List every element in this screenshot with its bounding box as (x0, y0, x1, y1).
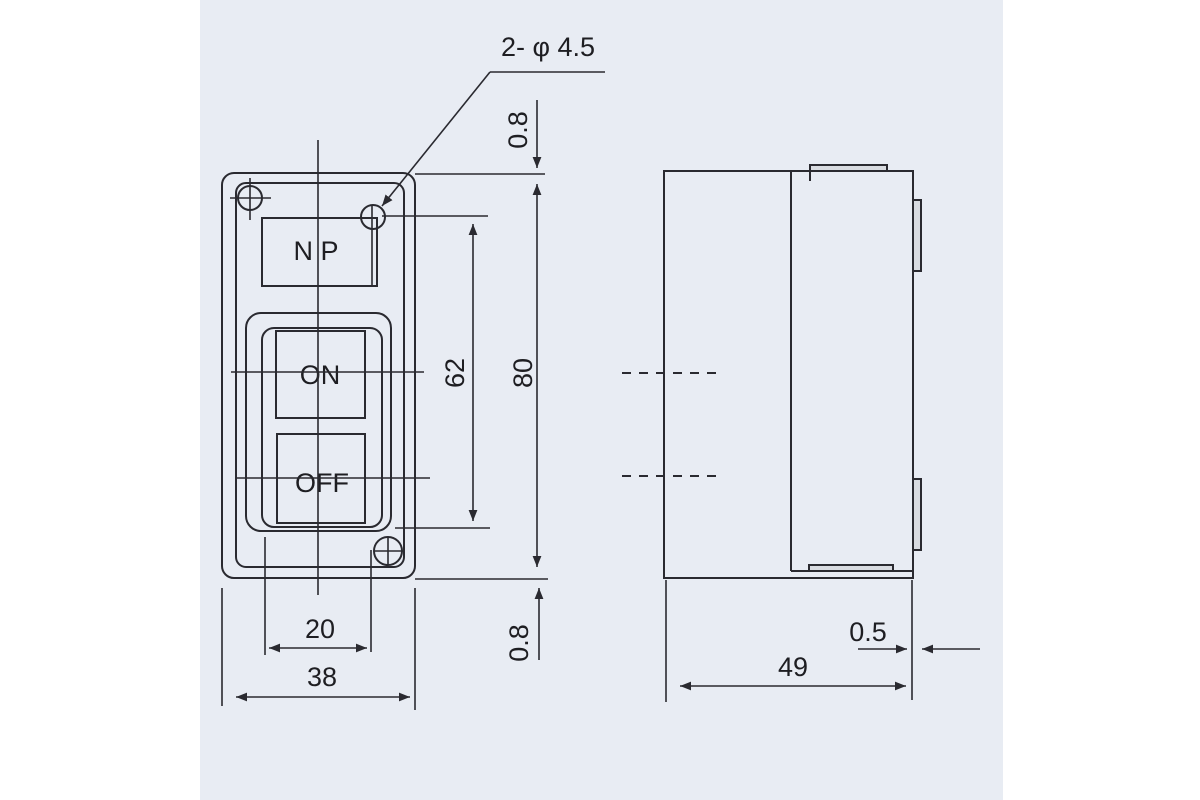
dimension-49-label: 49 (778, 652, 808, 682)
np-label-plate (261, 217, 378, 287)
dimension-0-8-top-label: 0.8 (503, 111, 533, 149)
dimension-80: 80 (415, 173, 548, 580)
dimension-38-label: 38 (307, 662, 337, 692)
dimension-0-8-bottom: 0.8 (504, 588, 544, 662)
top-tab (809, 164, 888, 172)
dimension-0-5: 0.5 (849, 617, 980, 654)
button-bezel-inner (261, 327, 383, 528)
dimension-49: 49 (665, 580, 913, 702)
dimension-20-label: 20 (305, 614, 335, 644)
right-tab-lower (912, 478, 922, 551)
dimension-80-label: 80 (508, 358, 538, 388)
right-tab-upper (912, 199, 922, 272)
drawing-background (200, 0, 1003, 800)
front-view: N P ON OFF (221, 140, 430, 595)
dimension-0-8-bottom-label: 0.8 (504, 624, 534, 662)
dimension-0-5-label: 0.5 (849, 617, 887, 647)
mounting-hole-top-left (230, 178, 271, 220)
on-label: ON (300, 360, 341, 390)
hole-callout: 2- φ 4.5 (381, 32, 605, 207)
bottom-tab (808, 564, 894, 572)
on-button (275, 330, 366, 419)
dimension-0-8-top: 0.8 (503, 100, 542, 168)
side-housing (663, 170, 914, 579)
inner-housing (235, 182, 405, 568)
dimension-38: 38 (221, 588, 416, 710)
np-label: N P (293, 236, 338, 266)
dimension-62-label: 62 (440, 358, 470, 388)
hole-callout-text: 2- φ 4.5 (501, 32, 595, 62)
dimension-62: 62 (382, 215, 490, 529)
side-view (622, 164, 922, 579)
off-label: OFF (295, 468, 349, 498)
mounting-hole-bottom-right (373, 536, 403, 566)
dimension-20: 20 (264, 537, 372, 655)
